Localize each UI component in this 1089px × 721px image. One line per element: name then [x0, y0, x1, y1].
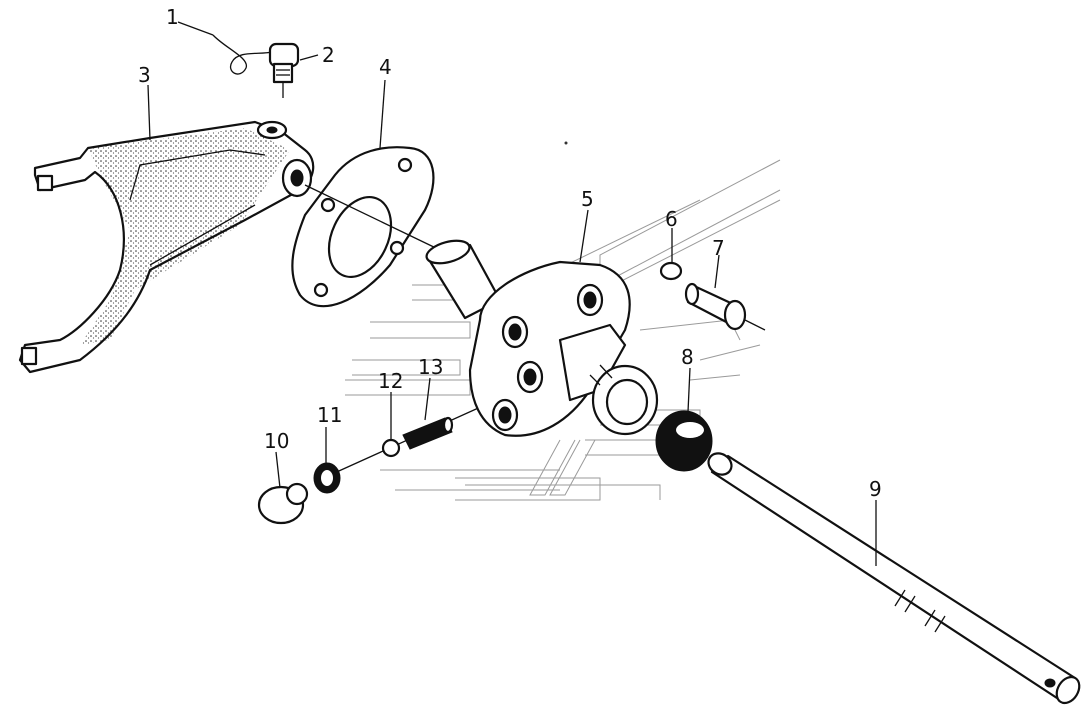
callout-labels: 1 2 3 4 5 6 7 8 9 10 11 12 13: [138, 5, 882, 501]
label-part-12: 12: [378, 369, 403, 393]
label-part-1: 1: [166, 5, 179, 29]
part-9-shaft: [707, 452, 1081, 705]
assembly-axis-line: [304, 184, 441, 251]
part-6-plug: [659, 261, 683, 281]
label-part-10: 10: [264, 429, 289, 453]
part-4-gasket: [291, 146, 435, 308]
label-part-13: 13: [418, 355, 443, 379]
label-part-11: 11: [317, 403, 342, 427]
part-2-bolt: [268, 42, 300, 98]
label-part-9: 9: [869, 477, 882, 501]
part-12-ball: [381, 438, 401, 458]
part-3-shift-fork: [18, 120, 315, 374]
part-1-wire: [212, 34, 273, 75]
background-guide-lines: [345, 159, 781, 501]
part-8-seal: [655, 410, 713, 472]
stray-mark: [564, 141, 568, 145]
part-13-spring: [402, 416, 454, 450]
label-part-6: 6: [665, 207, 678, 231]
part-5-housing: [425, 239, 659, 437]
leader-lines: [147, 21, 877, 566]
label-part-8: 8: [681, 345, 694, 369]
label-part-5: 5: [581, 187, 594, 211]
label-part-2: 2: [322, 43, 335, 67]
part-11-washer: [313, 462, 341, 494]
part-10-plug-bolt: [257, 482, 309, 525]
label-part-7: 7: [712, 236, 725, 260]
label-part-3: 3: [138, 63, 151, 87]
part-7-bolt: [684, 282, 766, 331]
label-part-4: 4: [379, 55, 392, 79]
